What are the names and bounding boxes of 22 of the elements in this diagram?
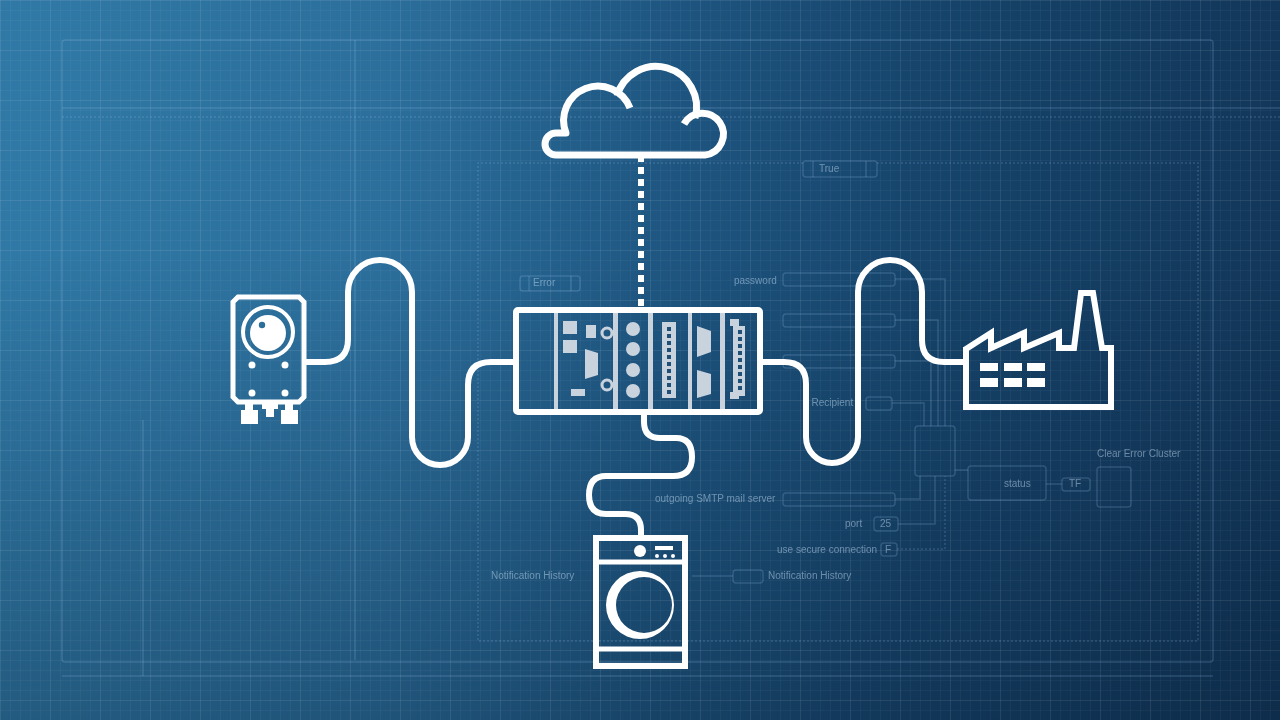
factory-icon	[963, 290, 1114, 410]
function-label: Clear Error Cluster	[1097, 448, 1181, 460]
field-label: password	[734, 275, 777, 287]
washing-machine-icon	[593, 535, 688, 669]
case-selector-text: True	[819, 163, 840, 175]
camera-icon	[230, 294, 307, 424]
cable	[760, 257, 966, 466]
constant-value: F	[885, 544, 892, 556]
field-label: outgoing SMTP mail server	[655, 493, 776, 505]
cloud-icon	[541, 63, 727, 159]
indicator-label: status	[1004, 478, 1031, 490]
indicator-value: TF	[1069, 478, 1082, 490]
indicator-label: Notification History	[491, 570, 575, 582]
cable	[304, 257, 516, 468]
constant-value: 25	[880, 518, 892, 530]
field-label: Recipient	[811, 397, 854, 409]
field-label: use secure connection	[777, 544, 878, 556]
case-selector-text: Error	[533, 277, 556, 289]
indicator-label: Notification History	[768, 570, 852, 582]
controller-rack-icon	[513, 307, 763, 415]
field-label: port	[845, 518, 863, 530]
cable	[586, 412, 695, 538]
